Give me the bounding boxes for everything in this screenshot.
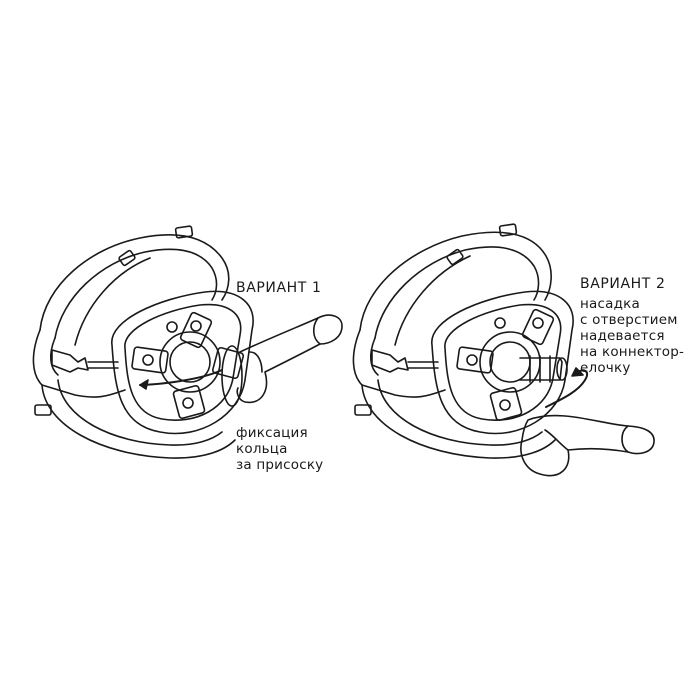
- variant2-caption-line: надевается: [580, 328, 665, 344]
- v1-tab-bottom: [172, 384, 206, 420]
- v2-buckle-top: [498, 223, 518, 237]
- variant1-harness: [32, 225, 254, 459]
- variant2-caption-line: с отверстием: [580, 312, 678, 328]
- v1-arrow: [139, 369, 223, 386]
- v2-top-strap-inner: [374, 246, 540, 339]
- variant2-harness: [352, 223, 574, 459]
- v1-buckle-bottom: [34, 404, 52, 416]
- v2-waist-band-inner: [369, 337, 379, 376]
- v1-tab-left: [131, 346, 169, 374]
- v1-clip: [51, 349, 89, 373]
- v2-strap-line: [394, 255, 471, 346]
- v1-waist-band-inner: [49, 337, 59, 376]
- v2-base-plate-inner: [444, 303, 562, 421]
- variant1-caption: фиксация кольца за присоску: [236, 425, 323, 473]
- v2-leg-strap: [361, 384, 556, 459]
- v2-buckle-bottom: [354, 404, 372, 416]
- v1-leg-strap: [41, 384, 236, 459]
- variant2-caption-line: елочку: [580, 360, 631, 376]
- v1-top-strap-inner: [54, 248, 218, 339]
- v1-tab-right: [211, 346, 245, 380]
- variant2-caption: насадка с отверстием надевается на конне…: [580, 296, 684, 376]
- variant1-dildo: [221, 314, 343, 407]
- variant2-dildo: [520, 367, 655, 477]
- v1-buckle-top: [174, 225, 194, 239]
- variant1-caption-line: фиксация: [236, 425, 308, 441]
- v2-leg-strap-inner: [377, 379, 543, 446]
- v2-tab-top: [521, 308, 555, 346]
- v2-top-strap: [359, 231, 552, 331]
- variant2-caption-line: на коннектор-: [580, 344, 685, 360]
- v1-strap-line: [74, 257, 151, 346]
- variant2-title: ВАРИАНТ 2: [580, 276, 666, 292]
- v1-suction-cup: [221, 345, 243, 407]
- v1-base-plate: [111, 290, 254, 435]
- v2-tab-bottom: [489, 386, 523, 422]
- v1-o-ring: [159, 331, 221, 393]
- variant1-caption-line: кольца: [236, 441, 288, 457]
- v1-top-strap: [39, 234, 230, 331]
- v1-tab-top: [179, 311, 213, 349]
- v2-buckle-mid: [446, 248, 464, 266]
- v2-arrow: [545, 369, 588, 408]
- variant1-title: ВАРИАНТ 1: [236, 280, 322, 296]
- v1-buckle-mid: [118, 249, 136, 267]
- v2-tree-connector: [519, 355, 568, 383]
- v2-shaft: [520, 414, 655, 477]
- variant2-caption-line: насадка: [580, 296, 640, 312]
- variant1-caption-line: за присоску: [236, 457, 324, 473]
- v2-waist-band: [352, 329, 446, 398]
- v2-base-plate: [431, 290, 574, 435]
- v1-waist-band: [32, 329, 126, 398]
- v1-leg-strap-inner: [57, 379, 223, 446]
- v2-tab-left: [456, 346, 494, 374]
- v2-clip: [371, 349, 409, 373]
